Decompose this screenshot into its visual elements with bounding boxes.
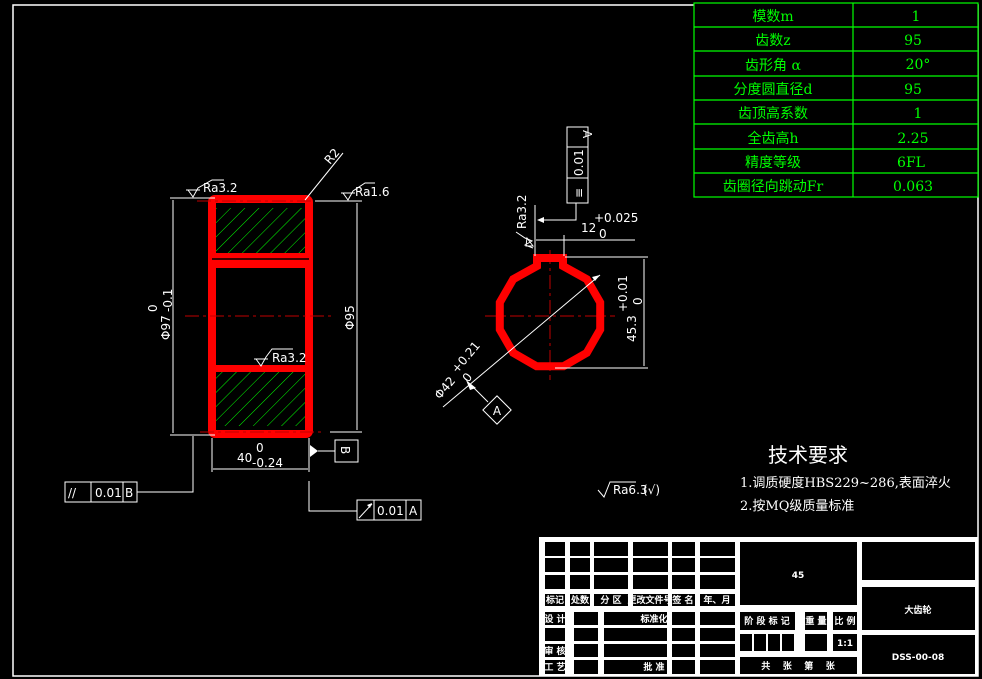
symmetry-icon: ≡ (572, 188, 586, 198)
technical-requirements: 技术要求 1.调质硬度HBS229~286,表面淬火 2.按MQ级质量标准 Ra… (597, 443, 951, 514)
svg-text:Ra1.6: Ra1.6 (355, 185, 390, 199)
tb-review: 审 核 (544, 645, 565, 657)
default-roughness: Ra6.3 (613, 483, 648, 497)
svg-text:Ra3.2: Ra3.2 (203, 181, 238, 195)
runout-tolerance-frame: 0.01 A (356, 499, 422, 521)
tb-label: 处数 (570, 594, 590, 606)
param-name: 精度等级 (745, 154, 801, 171)
param-name: 全齿高h (747, 130, 798, 147)
hatch-top (216, 208, 306, 253)
dim-key-depth-upper: +0.01 (616, 275, 630, 312)
param-name: 分度圆直径d (734, 81, 813, 98)
title-block: 标记 处数 分 区 更改文件号 签 名 年、月 设 计 标准化 审 核 工 艺 … (539, 537, 978, 676)
gear-parameter-table: 模数m 1 齿数z 95 齿形角 α 20° 分度圆直径d 95 齿顶高系数 1… (693, 2, 979, 198)
dim-bore-lower: 0 (460, 370, 476, 385)
dim-pitch-diameter: Φ95 (343, 305, 357, 330)
svg-text:A: A (580, 130, 594, 139)
dim-width-upper: 0 (256, 441, 264, 455)
svg-text:0.01: 0.01 (95, 486, 122, 500)
tb-standard: 标准化 (639, 613, 667, 625)
tech-item: 1.调质硬度HBS229~286,表面淬火 (740, 475, 951, 491)
dim-bore-upper: +0.21 (449, 339, 483, 376)
tb-material: 45 (792, 571, 805, 581)
parallelism-tolerance-frame: // 0.01 B (64, 481, 138, 503)
symmetry-tolerance-frame: A 0.01 ≡ (566, 126, 594, 204)
param-name: 齿圈径向跳动Fr (723, 179, 824, 195)
datum-b-label: B (338, 446, 352, 454)
dim-key-width-upper: +0.025 (594, 211, 638, 225)
tb-stage: 阶 段 标 记 (744, 615, 789, 627)
param-value: 1 (914, 106, 923, 122)
dim-key-width-lower: 0 (599, 227, 607, 241)
hatch-bottom (216, 372, 306, 426)
dim-outer-diameter: Φ97 (159, 315, 173, 340)
bore-outline (495, 254, 605, 371)
param-value: 2.25 (897, 131, 928, 147)
tb-approve: 批 准 (643, 661, 664, 673)
tech-title: 技术要求 (768, 443, 848, 467)
tb-label: 签 名 (671, 594, 693, 606)
dim-key-depth-lower: 0 (631, 297, 645, 305)
param-name: 模数m (752, 9, 793, 25)
dim-outer-upper: 0 (146, 304, 160, 312)
param-value: 1 (912, 9, 921, 25)
tb-design: 设 计 (544, 613, 565, 625)
tb-part-name: 大齿轮 (904, 604, 931, 616)
datum-a-box (482, 395, 512, 425)
svg-text:0.01: 0.01 (377, 504, 404, 518)
param-name: 齿形角 α (745, 58, 801, 74)
tb-weight: 重 量 (805, 615, 826, 627)
bore-keyway-view: 45.3 +0.01 0 12 +0.025 0 Ra3.2 A 0.01 ≡ … (432, 126, 648, 425)
tb-label: 年、月 (703, 594, 730, 606)
roughness-symbol: Ra3.2 (515, 194, 534, 249)
dim-width: 40 (237, 451, 252, 465)
dim-width-lower: -0.24 (252, 456, 283, 470)
svg-text:Ra3.2: Ra3.2 (272, 351, 307, 365)
param-value: 0.063 (893, 179, 933, 195)
svg-text:0.01: 0.01 (572, 149, 586, 176)
svg-text:B: B (125, 486, 133, 500)
tb-process: 工 艺 (544, 661, 565, 673)
dim-key-width: 12 (581, 221, 596, 235)
roughness-check: (√) (643, 483, 660, 497)
roughness-symbol: Ra3.2 (186, 179, 238, 198)
drawing-border (12, 4, 979, 677)
param-value: 95 (904, 33, 922, 49)
tb-sheets: 共 张 第 张 (761, 660, 836, 672)
dim-key-depth: 45.3 (625, 315, 639, 342)
svg-text:A: A (409, 504, 418, 518)
param-value: 6FL (897, 155, 925, 171)
param-value: 20° (906, 57, 931, 73)
tb-scale: 1:1 (837, 639, 853, 649)
svg-text:Ra3.2: Ra3.2 (515, 194, 529, 229)
radius-label: R2 (322, 146, 343, 167)
dim-outer-lower: -0.1 (161, 289, 175, 312)
tech-item: 2.按MQ级质量标准 (740, 499, 854, 514)
tb-label: 分 区 (600, 594, 621, 606)
datum-b-box (334, 439, 359, 463)
roughness-symbol: Ra3.2 (254, 348, 307, 367)
tb-label: 标记 (545, 594, 564, 606)
datum-a-label: A (493, 404, 502, 418)
roughness-symbol: Ra1.6 (341, 182, 390, 201)
param-name: 齿数z (755, 33, 790, 49)
svg-text://: // (68, 486, 77, 500)
gear-section-view: Φ97 0 -0.1 Φ95 40 0 -0.24 R2 Ra3.2 Ra1.6… (64, 146, 422, 521)
tb-label: 更改文件号 (627, 594, 672, 606)
param-name: 齿顶高系数 (738, 105, 808, 122)
tb-drawing-number: DSS-00-08 (892, 653, 945, 663)
param-value: 95 (904, 82, 922, 98)
tb-scale-label: 比 例 (834, 615, 855, 627)
